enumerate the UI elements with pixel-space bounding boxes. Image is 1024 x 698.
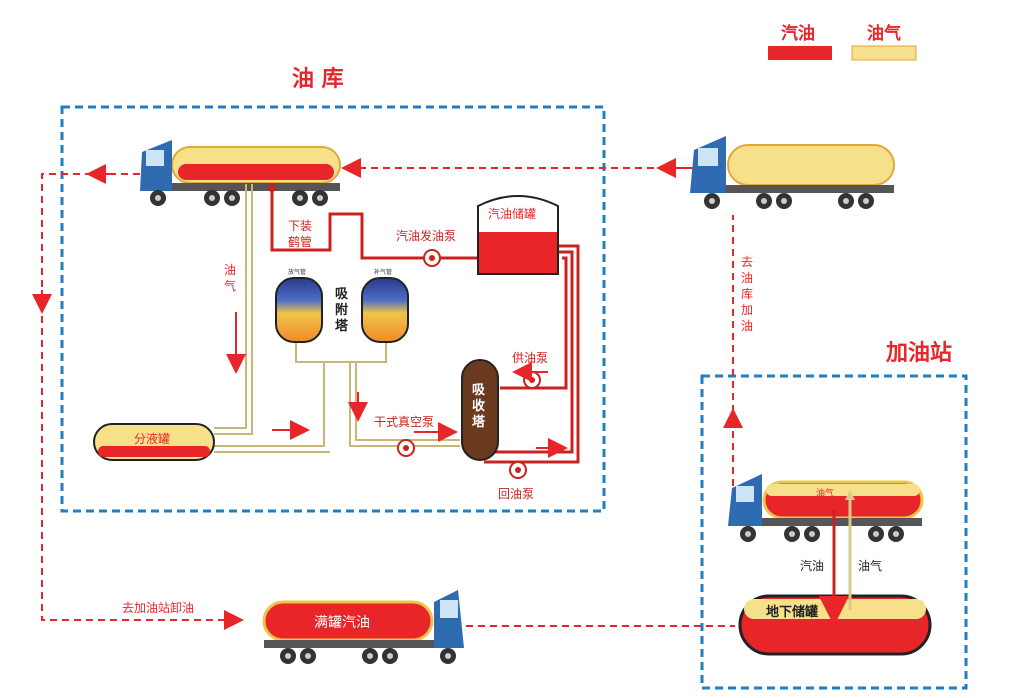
crane-pipe-label-2: 鹤管 (288, 234, 312, 249)
svg-text:加: 加 (741, 303, 753, 317)
depot-loading-truck (140, 140, 341, 206)
return-pump-label: 回油泵 (498, 487, 534, 501)
adsorption-tower-label: 吸 附 塔 (335, 287, 349, 334)
svg-text:油: 油 (224, 263, 236, 277)
vapor-pipes (214, 184, 460, 453)
separator-label: 分液罐 (134, 431, 170, 446)
svg-text:气: 气 (224, 278, 236, 293)
absorption-tower: 吸 收 塔 (461, 359, 499, 461)
underground-tank-label: 地下储罐 (766, 604, 818, 620)
station-gasoline-label: 汽油 (800, 558, 824, 573)
label-to-station-unload: 去加油站卸油 (122, 600, 194, 615)
dry-vacuum-pump-label: 干式真空泵 (374, 415, 434, 429)
gasoline-pump-label: 汽油发油泵 (396, 228, 456, 243)
svg-text:去: 去 (741, 255, 753, 269)
svg-text:油: 油 (741, 319, 753, 333)
legend-vapor-label: 油气 (867, 23, 901, 44)
vapor-vertical-label: 油 气 (224, 263, 236, 293)
flow-arrows (226, 312, 568, 458)
truck-route (41, 158, 743, 630)
legend: 汽油 油气 (768, 23, 917, 61)
supply-pump: 供油泵 (512, 351, 548, 389)
gasoline-storage-tank: 汽油储罐 (477, 195, 559, 275)
return-pump: 回油泵 (498, 461, 534, 501)
svg-text:塔: 塔 (335, 318, 349, 334)
supply-pump-label: 供油泵 (512, 351, 548, 365)
legend-vapor-swatch (851, 45, 917, 61)
station-boundary (700, 374, 968, 690)
svg-text:吸: 吸 (335, 287, 349, 302)
svg-text:收: 收 (472, 398, 486, 414)
crane-pipe-label-1: 下装 (288, 219, 312, 233)
station-unloading-truck: 油气 (728, 474, 924, 542)
svg-text:油: 油 (741, 271, 753, 285)
dry-vacuum-pump: 干式真空泵 (374, 415, 434, 457)
gasoline-dispatch-pump: 汽油发油泵 (396, 228, 456, 267)
station-title: 加油站 (885, 341, 952, 366)
label-to-depot: 去 油 库 加 油 (741, 255, 753, 333)
gasoline-pipes (270, 186, 580, 464)
station-truck-vapor-label: 油气 (816, 487, 834, 499)
svg-text:附: 附 (335, 302, 348, 318)
depot-boundary (60, 105, 606, 513)
full-truck-label: 满罐汽油 (314, 615, 370, 631)
legend-gasoline-swatch (768, 46, 832, 60)
valve-right-label: 补气管 (374, 268, 392, 276)
svg-text:吸: 吸 (472, 383, 486, 398)
adsorption-tower-right: 补气管 (361, 268, 409, 343)
valve-left-label: 放气管 (288, 268, 306, 276)
adsorption-tower-left: 放气管 (275, 268, 323, 343)
svg-text:库: 库 (741, 286, 753, 301)
depot-title: 油 库 (292, 67, 344, 92)
full-gasoline-truck: 满罐汽油 (262, 590, 464, 664)
empty-return-truck (690, 136, 895, 209)
svg-text:塔: 塔 (472, 414, 486, 430)
station-vapor-label: 油气 (858, 558, 882, 573)
separator-tank: 分液罐 (93, 423, 215, 461)
gasoline-tank-label: 汽油储罐 (488, 206, 536, 221)
legend-gasoline-label: 汽油 (781, 23, 815, 44)
